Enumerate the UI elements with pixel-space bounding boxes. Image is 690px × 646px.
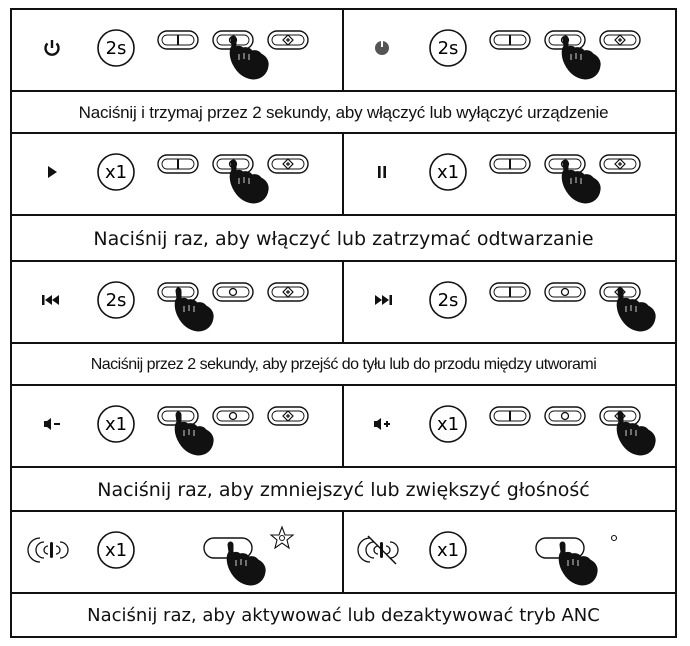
row-tracks-cells: 2s 2s <box>12 262 675 344</box>
earbud-button-plus <box>267 282 309 302</box>
pointing-hand-icon <box>558 541 598 586</box>
press-badge: 2s <box>428 281 467 319</box>
cell-anc-on: x1 <box>12 512 344 592</box>
earbud-button-circle <box>212 282 254 302</box>
pointing-hand-icon <box>616 287 656 332</box>
row-playback: x1 x1 Naciśnij raz, aby włączyć lub zatr… <box>12 134 675 262</box>
press-badge-label: 2s <box>106 290 127 311</box>
pointing-hand-icon <box>561 35 601 80</box>
cell-diagram: 2s <box>42 281 309 332</box>
cell-power-on: 2s <box>12 10 344 90</box>
press-badge: 2s <box>97 29 135 67</box>
press-badge: 2s <box>97 281 135 319</box>
press-badge-label: 2s <box>106 38 127 59</box>
separator <box>12 510 675 512</box>
row-power-cells: 2s 2s <box>12 10 675 92</box>
cell-volume-down: x1 <box>12 386 344 466</box>
press-badge: x1 <box>97 405 135 443</box>
separator <box>12 260 675 262</box>
earbud-button-plus <box>267 406 309 426</box>
pointing-hand-icon <box>561 159 601 204</box>
earbud-button-circle <box>543 406 586 426</box>
earbud-button-circle <box>543 282 586 302</box>
pointing-hand-icon <box>226 541 266 586</box>
earbud-button-minus <box>488 30 531 50</box>
play-icon <box>48 166 57 178</box>
cell-pause: x1 <box>344 134 676 214</box>
press-badge: x1 <box>428 531 467 569</box>
earbud-button-plus <box>598 30 641 50</box>
cell-next-track: 2s <box>344 262 676 342</box>
cell-diagram: 2s <box>374 281 656 332</box>
instruction-table: 2s 2s Naciśnij i trzymaj przez 2 sekundy… <box>10 8 677 638</box>
row-tracks: 2s 2s Naciśnij przez 2 sekundy, aby prze… <box>12 262 675 386</box>
row-anc: x1 x1 Naciśnij raz, aby aktywować lub de… <box>12 512 675 638</box>
caption-power: Naciśnij i trzymaj przez 2 sekundy, aby … <box>78 103 609 122</box>
row-volume-cells: x1 x1 <box>12 386 675 468</box>
press-badge-label: x1 <box>436 540 458 561</box>
cell-diagram: x1 <box>48 153 309 204</box>
dot-icon <box>610 534 617 542</box>
previous-track-icon <box>42 295 59 305</box>
press-badge: x1 <box>97 531 135 569</box>
row-anc-cells: x1 x1 <box>12 512 675 594</box>
earbud-button-plus <box>267 154 309 174</box>
press-badge-label: x1 <box>105 414 127 435</box>
cell-diagram: 2s <box>374 29 641 80</box>
pointing-hand-icon <box>229 159 269 204</box>
row-power: 2s 2s Naciśnij i trzymaj przez 2 sekundy… <box>12 10 675 134</box>
press-badge: x1 <box>428 405 467 443</box>
next-track-icon <box>374 295 392 305</box>
cell-power-off: 2s <box>344 10 676 90</box>
earbud-button-minus <box>157 30 199 50</box>
cell-play: x1 <box>12 134 344 214</box>
row-volume: x1 x1 Naciśnij raz, aby zmniejszyć lub z… <box>12 386 675 512</box>
press-badge-label: x1 <box>436 162 458 183</box>
cell-volume-up: x1 <box>344 386 676 466</box>
press-badge: 2s <box>428 29 467 67</box>
caption-tracks: Naciśnij przez 2 sekundy, aby przejść do… <box>90 356 597 373</box>
pause-icon <box>377 166 386 178</box>
cell-diagram: x1 <box>356 531 617 586</box>
earbud-button-circle <box>212 406 254 426</box>
press-badge-label: 2s <box>437 290 458 311</box>
earbud-button-minus <box>488 282 531 302</box>
earbud-button-minus <box>488 154 531 174</box>
volume-down-icon <box>44 418 60 430</box>
press-badge-label: x1 <box>436 414 458 435</box>
cell-diagram: 2s <box>44 29 309 80</box>
pointing-hand-icon <box>229 35 269 80</box>
caption-playback: Naciśnij raz, aby włączyć lub zatrzymać … <box>93 228 594 250</box>
row-playback-cells: x1 x1 <box>12 134 675 216</box>
earbud-button-minus <box>488 406 531 426</box>
sparkle-icon <box>269 525 295 550</box>
cell-diagram: x1 <box>27 525 295 586</box>
cell-diagram: x1 <box>377 153 641 204</box>
earbud-button-plus <box>267 30 309 50</box>
pointing-hand-icon <box>174 411 214 456</box>
power-on-icon <box>44 40 60 56</box>
press-badge: x1 <box>97 153 135 191</box>
cell-diagram: x1 <box>44 405 309 456</box>
pointing-hand-icon <box>616 411 656 456</box>
press-badge-label: 2s <box>437 38 458 59</box>
press-badge-label: x1 <box>105 162 127 183</box>
press-badge-label: x1 <box>105 540 127 561</box>
press-badge: x1 <box>428 153 467 191</box>
caption-volume: Naciśnij raz, aby zmniejszyć lub zwiększ… <box>97 479 590 501</box>
caption-anc: Naciśnij raz, aby aktywować lub dezaktyw… <box>87 605 600 626</box>
anc-on-icon <box>27 537 69 563</box>
anc-off-icon <box>356 535 399 565</box>
earbud-button-plus <box>598 154 641 174</box>
cell-diagram: x1 <box>373 405 656 456</box>
power-off-icon <box>374 40 389 55</box>
separator <box>12 132 675 134</box>
cell-previous-track: 2s <box>12 262 344 342</box>
volume-up-icon <box>373 418 390 430</box>
separator <box>12 384 675 386</box>
cell-anc-off: x1 <box>344 512 676 592</box>
pointing-hand-icon <box>174 287 214 332</box>
earbud-button-minus <box>157 154 199 174</box>
